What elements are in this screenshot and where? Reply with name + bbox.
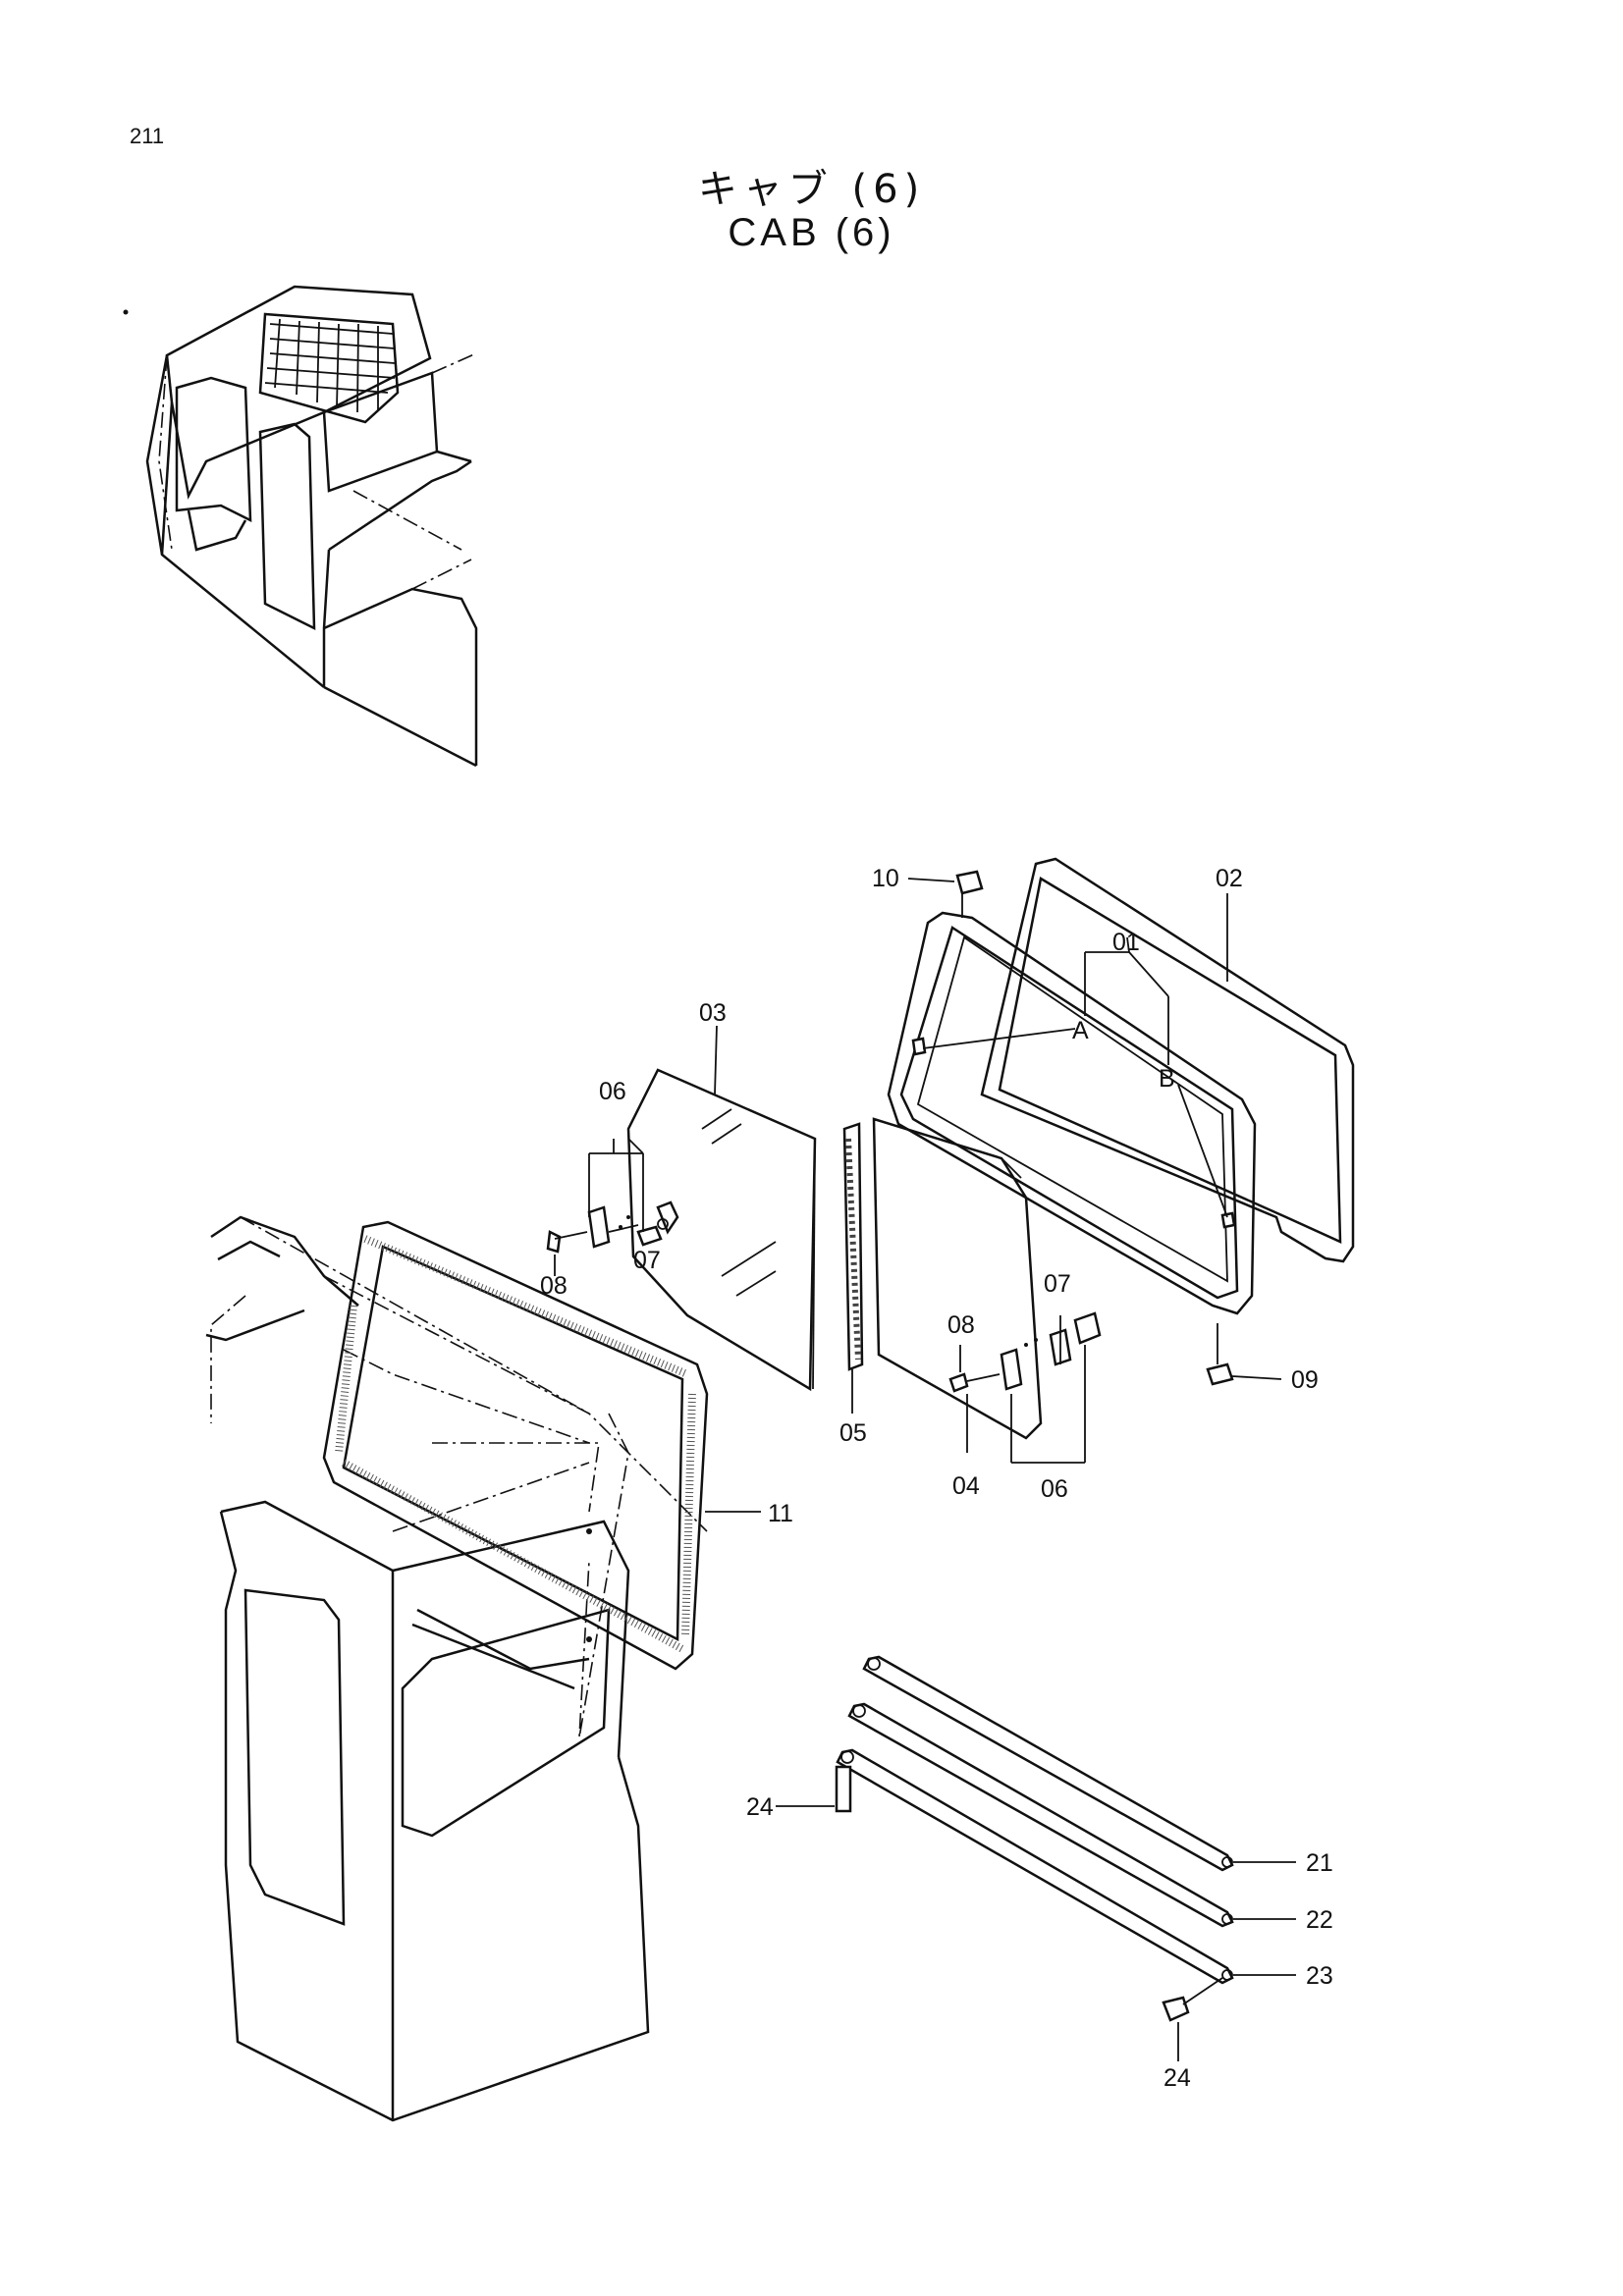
reference-letter-a: A: [1072, 1017, 1089, 1044]
part-21-stay: [862, 1655, 1296, 1872]
callout-02: 02: [1216, 865, 1243, 892]
callout-01: 01: [1112, 929, 1140, 956]
page-title-japanese: キャブ (6): [0, 157, 1623, 214]
part-04-sliding-glass: [872, 1117, 1043, 1440]
callout-03: 03: [699, 999, 727, 1027]
callout-07-right: 07: [1044, 1270, 1071, 1298]
callout-10: 10: [872, 865, 899, 892]
cab-overview-illustration: [123, 285, 478, 768]
page-title-english-text: CAB (6): [728, 211, 895, 254]
callout-04: 04: [952, 1472, 980, 1500]
part-03-glass-pane: [626, 1025, 817, 1392]
part-01-window-frame: [887, 883, 1257, 1315]
callout-05: 05: [839, 1419, 867, 1447]
callout-06-left: 06: [599, 1078, 626, 1105]
callout-labels: 01 02 03 04 05 06 06 07 07 08 08 09 10 1…: [540, 865, 1333, 2092]
reference-letter-b: B: [1159, 1065, 1175, 1093]
part-09-stopper: [1206, 1323, 1282, 1386]
right-latch-assembly: [948, 1311, 1102, 1464]
callout-07-left: 07: [633, 1247, 661, 1274]
part-23-stay: [836, 1748, 1296, 1985]
part-10-stopper: [907, 870, 984, 895]
part-22-stay: [847, 1702, 1296, 1928]
callout-23: 23: [1306, 1962, 1333, 1990]
callout-22: 22: [1306, 1906, 1333, 1934]
part-24-bolts: [776, 1765, 1223, 2061]
callout-24-upper: 24: [746, 1793, 774, 1821]
part-05-slide-seal: [842, 1122, 864, 1414]
left-latch-assembly: [546, 1138, 679, 1276]
callout-08-right: 08: [947, 1311, 975, 1339]
page-number: 211: [130, 124, 165, 148]
page-title-english: CAB (6): [0, 211, 1623, 255]
part-02-outer-seal: [980, 857, 1355, 1263]
callout-21: 21: [1306, 1849, 1333, 1877]
callout-24-lower: 24: [1163, 2064, 1191, 2092]
cab-body-frame: [205, 1215, 708, 2122]
page-title-japanese-text: キャブ (6): [697, 167, 926, 212]
callout-06-right: 06: [1041, 1475, 1068, 1503]
callout-08-left: 08: [540, 1272, 568, 1300]
callout-09: 09: [1291, 1366, 1319, 1394]
part-11-window-seal: [322, 1220, 761, 1671]
callout-11: 11: [768, 1500, 793, 1527]
